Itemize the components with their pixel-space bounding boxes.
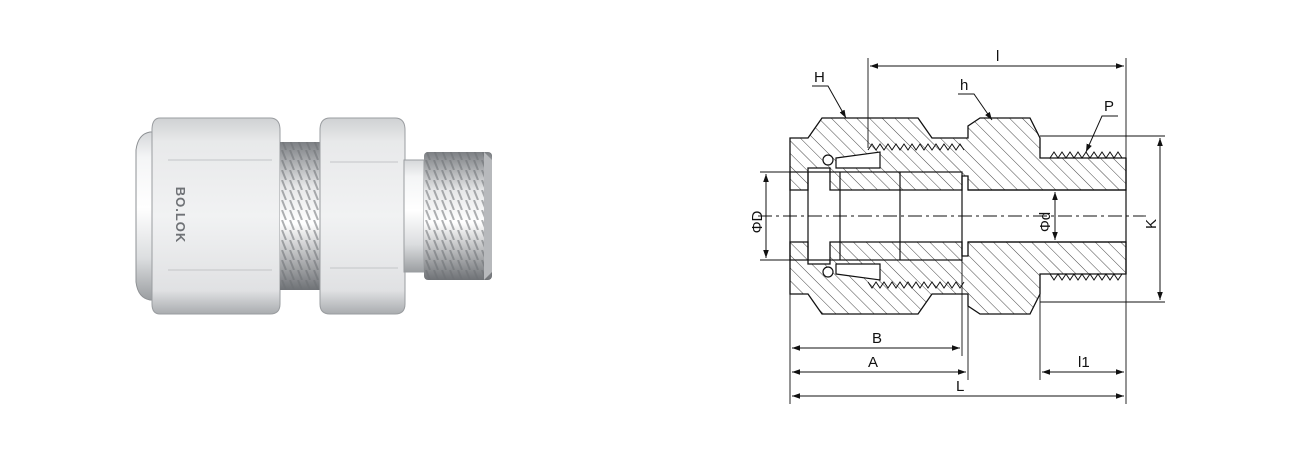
nut-thread-bottom (867, 281, 965, 289)
leader-P (1085, 115, 1118, 153)
leader-H (812, 85, 847, 119)
label-L: L (956, 378, 964, 395)
male-thread-bottom (1049, 273, 1123, 281)
back-ferrule-top (822, 154, 834, 166)
back-ferrule-bottom (822, 266, 834, 278)
label-P: P (1104, 98, 1114, 115)
nut-hex (151, 117, 281, 315)
front-ferrule-top (835, 151, 881, 169)
label-h: h (960, 77, 968, 94)
brand-engraving: BO.LOK (173, 187, 188, 244)
label-phid: Φd (1037, 212, 1054, 232)
front-ferrule-bottom (835, 263, 881, 281)
label-l: l (996, 48, 999, 65)
label-B: B (872, 330, 882, 347)
label-H: H (814, 69, 825, 86)
label-l1: l1 (1078, 354, 1090, 371)
male-thread-top (1049, 151, 1123, 159)
body-hex (319, 117, 406, 315)
nut-thread-top (867, 143, 965, 151)
label-K: K (1143, 219, 1160, 229)
label-A: A (868, 354, 878, 371)
label-phiD: ΦD (749, 210, 766, 233)
leader-h (958, 93, 993, 121)
